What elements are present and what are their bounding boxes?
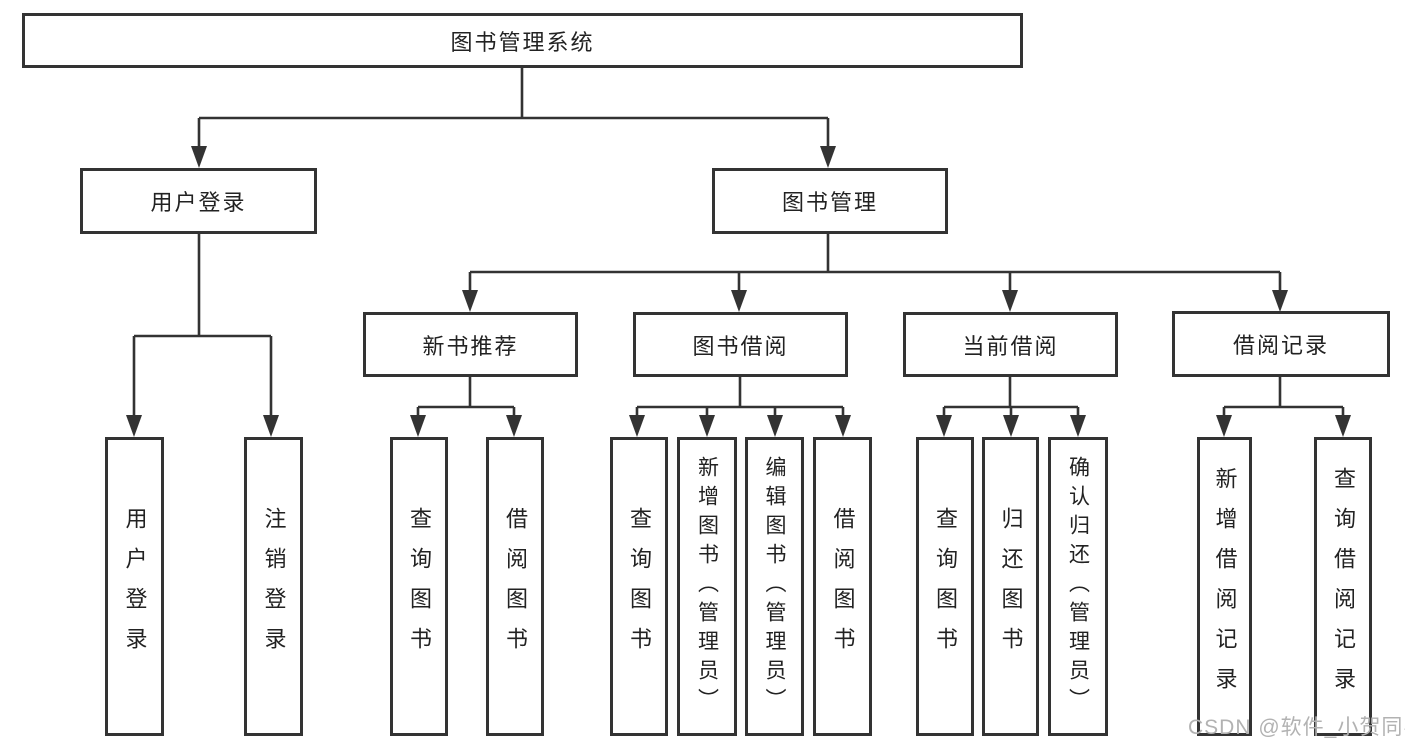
leaf-add-borrow-record: 新增借阅记录 — [1197, 437, 1252, 736]
node-library-system-label: 图书管理系统 — [450, 29, 595, 55]
node-new-book-recommendation-label: 新书推荐 — [422, 333, 519, 359]
leaf-user-login-label: 用户登录 — [122, 506, 148, 667]
node-book-borrowing: 图书借阅 — [633, 312, 848, 377]
csdn-watermark: CSDN @软件_小贺同学 — [1188, 716, 1405, 739]
leaf-borrow-books-borrowing: 借阅图书 — [813, 437, 872, 736]
leaf-edit-books-admin: 编辑图书（管理员） — [745, 437, 804, 736]
leaf-query-borrow-record-label: 查询借阅记录 — [1331, 466, 1356, 707]
leaf-return-books-label: 归还图书 — [998, 506, 1024, 667]
leaf-query-books-current: 查询图书 — [916, 437, 974, 736]
leaf-borrow-books-recommend-label: 借阅图书 — [503, 506, 528, 667]
leaf-query-books-recommend: 查询图书 — [390, 437, 448, 736]
node-user-login-label: 用户登录 — [150, 190, 247, 215]
leaf-add-borrow-record-label: 新增借阅记录 — [1212, 466, 1238, 707]
leaf-logout-login-label: 注销登录 — [261, 506, 287, 667]
node-current-borrowing-label: 当前借阅 — [962, 333, 1059, 359]
leaf-borrow-books-borrowing-label: 借阅图书 — [830, 506, 856, 667]
leaf-logout-login: 注销登录 — [244, 437, 303, 736]
node-current-borrowing: 当前借阅 — [903, 312, 1118, 377]
node-book-management-label: 图书管理 — [781, 190, 878, 215]
node-borrowing-records: 借阅记录 — [1172, 311, 1390, 377]
leaf-confirm-return-admin: 确认归还（管理员） — [1048, 437, 1108, 736]
node-book-management: 图书管理 — [712, 168, 948, 234]
node-book-borrowing-label: 图书借阅 — [692, 333, 789, 359]
leaf-add-books-admin-label: 新增图书（管理员） — [695, 456, 719, 717]
leaf-query-books-current-label: 查询图书 — [933, 506, 958, 667]
leaf-borrow-books-recommend: 借阅图书 — [486, 437, 544, 736]
node-new-book-recommendation: 新书推荐 — [363, 312, 578, 377]
leaf-query-books-recommend-label: 查询图书 — [407, 506, 432, 667]
leaf-user-login: 用户登录 — [105, 437, 164, 736]
leaf-add-books-admin: 新增图书（管理员） — [677, 437, 737, 736]
leaf-query-books-borrowing-label: 查询图书 — [627, 506, 652, 667]
node-borrowing-records-label: 借阅记录 — [1232, 333, 1329, 358]
leaf-edit-books-admin-label: 编辑图书（管理员） — [763, 456, 786, 717]
leaf-confirm-return-admin-label: 确认归还（管理员） — [1066, 456, 1090, 717]
leaf-return-books: 归还图书 — [982, 437, 1039, 736]
leaf-query-books-borrowing: 查询图书 — [610, 437, 668, 736]
node-user-login: 用户登录 — [80, 168, 317, 234]
leaf-query-borrow-record: 查询借阅记录 — [1314, 437, 1372, 736]
node-library-system: 图书管理系统 — [22, 13, 1023, 68]
